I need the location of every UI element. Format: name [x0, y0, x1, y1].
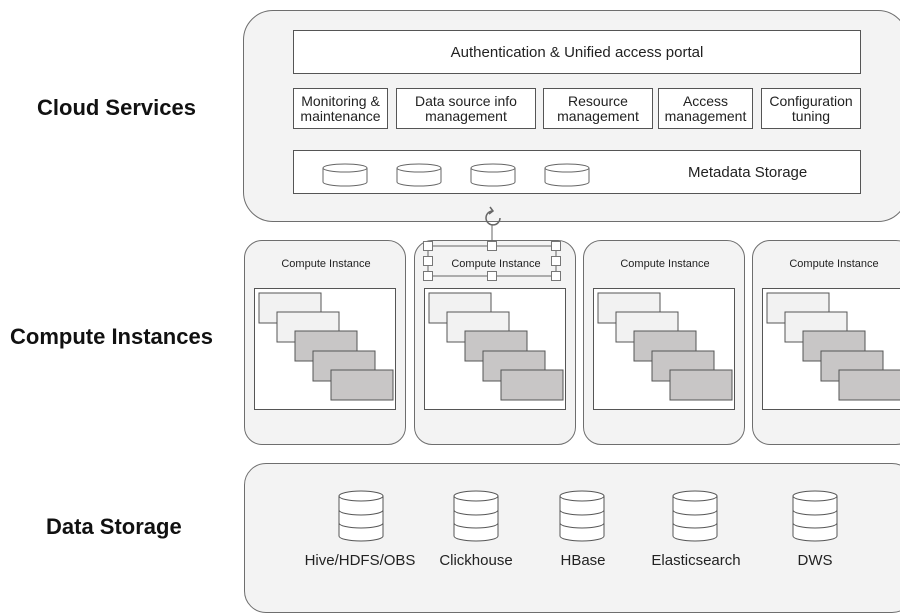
storage-item: Elasticsearch: [636, 490, 756, 580]
module-label: Monitoring & maintenance: [300, 92, 381, 124]
resize-handle: [423, 256, 433, 266]
database-icon: [338, 490, 384, 542]
storage-item: Hive/HDFS/OBS: [300, 490, 420, 580]
small-cylinder-icon: [322, 163, 368, 187]
task-stack-graphic: [597, 292, 733, 401]
database-icon: [559, 490, 605, 542]
rotate-handle-icon: [485, 206, 501, 226]
compute-instance-title: Compute Instance: [281, 258, 371, 270]
instance-workspace: [593, 288, 735, 410]
task-block: [330, 369, 394, 401]
module-label: Access management: [664, 92, 747, 124]
module-data-source: Data source info management: [396, 88, 536, 129]
storage-label: Hive/HDFS/OBS: [304, 552, 416, 569]
task-stack-graphic: [428, 292, 564, 401]
selection-handles[interactable]: [420, 202, 570, 281]
compute-instance-card: Compute Instance: [414, 240, 576, 445]
compute-instance-title: Compute Instance: [789, 258, 879, 270]
compute-instance-card: Compute Instance: [244, 240, 406, 445]
task-block: [669, 369, 733, 401]
small-cylinder-icon: [470, 163, 516, 187]
resize-handle: [423, 271, 433, 281]
metadata-db-icons: [322, 163, 590, 187]
instance-workspace: [254, 288, 396, 410]
cloud-services-label: Cloud Services: [37, 95, 196, 120]
storage-label: HBase: [560, 552, 606, 569]
task-stack-graphic: [766, 292, 900, 401]
auth-portal-label: Authentication & Unified access portal: [450, 43, 704, 61]
module-label: Data source info management: [415, 92, 517, 124]
task-block: [500, 369, 564, 401]
module-label: Resource management: [557, 92, 639, 124]
module-configuration: Configuration tuning: [761, 88, 861, 129]
small-cylinder-icon: [396, 163, 442, 187]
small-cylinder-icon: [544, 163, 590, 187]
database-icon: [792, 490, 838, 542]
resize-handle: [551, 256, 561, 266]
instance-workspace: [424, 288, 566, 410]
storage-label: DWS: [797, 552, 833, 569]
compute-instance-card: Compute Instance: [752, 240, 900, 445]
resize-handle: [551, 241, 561, 251]
compute-instance-title: Compute Instance: [451, 258, 541, 270]
module-label: Configuration tuning: [769, 92, 853, 124]
compute-instance-card: Compute Instance: [583, 240, 745, 445]
instance-workspace: [762, 288, 900, 410]
storage-item: HBase: [523, 490, 643, 580]
task-stack-graphic: [258, 292, 394, 401]
storage-label: Clickhouse: [439, 552, 513, 569]
resize-handle: [487, 241, 497, 251]
storage-label: Elasticsearch: [651, 552, 741, 569]
resize-handle: [551, 271, 561, 281]
data-storage-label: Data Storage: [46, 514, 182, 539]
database-icon: [672, 490, 718, 542]
resize-handle: [423, 241, 433, 251]
metadata-storage-label: Metadata Storage: [688, 163, 808, 181]
storage-item: Clickhouse: [416, 490, 536, 580]
resize-handle: [487, 271, 497, 281]
database-icon: [453, 490, 499, 542]
task-block: [838, 369, 900, 401]
storage-item: DWS: [755, 490, 875, 580]
module-resource: Resource management: [543, 88, 653, 129]
compute-instance-title: Compute Instance: [620, 258, 710, 270]
auth-portal-box: Authentication & Unified access portal: [293, 30, 861, 74]
metadata-storage-box: Metadata Storage: [293, 150, 861, 194]
compute-instances-label: Compute Instances: [10, 324, 213, 349]
module-monitoring: Monitoring & maintenance: [293, 88, 388, 129]
module-access: Access management: [658, 88, 753, 129]
